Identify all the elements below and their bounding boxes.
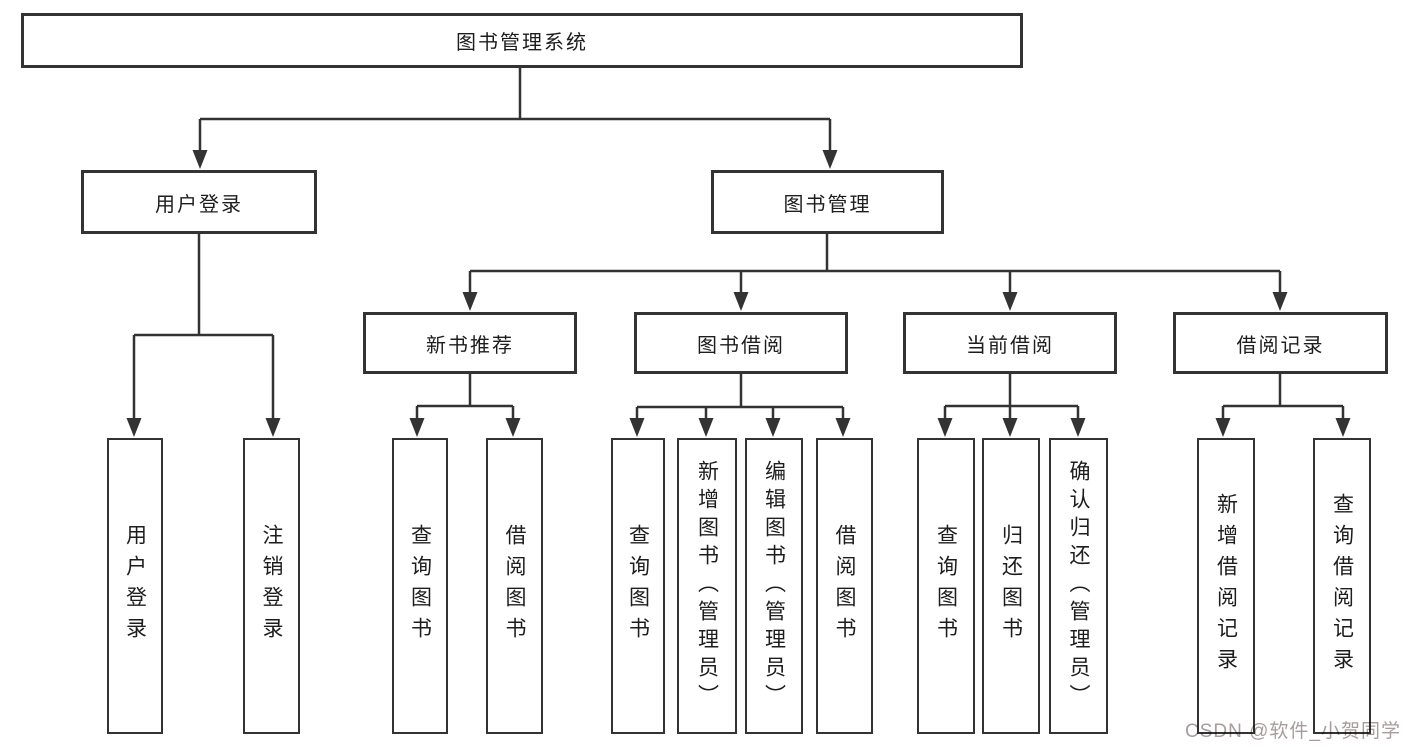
node-label: 借阅图书 bbox=[503, 524, 526, 648]
leaf-query-books-borrowing: 查询图书 bbox=[611, 438, 665, 734]
csdn-watermark: CSDN @软件_小贺同学 bbox=[1185, 721, 1401, 742]
node-root-book-management-system: 图书管理系统 bbox=[21, 13, 1023, 68]
leaf-query-books-recommend: 查询图书 bbox=[392, 438, 448, 734]
connector-recommend-to-leaves bbox=[415, 374, 515, 421]
node-label: 查询图书 bbox=[408, 524, 432, 648]
node-user-login: 用户登录 bbox=[81, 170, 317, 234]
connector-root-to-level2 bbox=[198, 68, 832, 153]
node-book-management: 图书管理 bbox=[711, 170, 944, 234]
leaf-query-books-current: 查询图书 bbox=[917, 438, 975, 734]
node-label: 新增图书（管理员） bbox=[695, 460, 719, 712]
leaf-logout: 注销登录 bbox=[243, 438, 300, 734]
connector-current-to-leaves bbox=[943, 374, 1080, 421]
connector-records-to-leaves bbox=[1221, 374, 1345, 421]
arrow-down-icon bbox=[1070, 418, 1086, 437]
connector-bookmgmt-to-level3 bbox=[468, 234, 1282, 295]
node-label: 借阅记录 bbox=[1236, 334, 1325, 357]
node-label: 新增借阅记录 bbox=[1214, 493, 1238, 679]
arrow-down-icon bbox=[462, 292, 478, 311]
arrow-down-icon bbox=[835, 418, 851, 437]
node-label: 用户登录 bbox=[123, 524, 147, 648]
arrow-down-icon bbox=[1002, 418, 1018, 437]
node-label: 用户登录 bbox=[155, 193, 243, 216]
node-current-borrowing: 当前借阅 bbox=[903, 312, 1117, 374]
node-label: 当前借阅 bbox=[966, 334, 1054, 357]
leaf-return-books: 归还图书 bbox=[982, 438, 1040, 734]
node-label: 图书管理系统 bbox=[456, 32, 588, 54]
node-new-book-recommend: 新书推荐 bbox=[363, 312, 577, 374]
node-label: 图书借阅 bbox=[697, 334, 785, 357]
arrow-down-icon bbox=[409, 418, 425, 437]
node-label: 查询借阅记录 bbox=[1330, 493, 1354, 679]
arrow-down-icon bbox=[765, 418, 781, 437]
node-label: 注销登录 bbox=[260, 524, 283, 648]
node-label: 归还图书 bbox=[999, 524, 1023, 648]
arrow-down-icon bbox=[505, 418, 521, 437]
arrow-down-icon bbox=[629, 418, 645, 437]
arrow-down-icon bbox=[1272, 292, 1288, 311]
leaf-query-borrow-record: 查询借阅记录 bbox=[1313, 438, 1371, 734]
leaf-user-login: 用户登录 bbox=[107, 438, 163, 734]
node-label: 查询图书 bbox=[626, 524, 650, 648]
arrow-down-icon bbox=[126, 418, 142, 437]
arrow-down-icon bbox=[1002, 292, 1018, 311]
leaf-confirm-return-admin: 确认归还（管理员） bbox=[1049, 438, 1108, 734]
arrow-down-icon bbox=[192, 150, 208, 169]
arrow-down-icon bbox=[937, 418, 953, 437]
node-label: 借阅图书 bbox=[833, 524, 856, 648]
leaf-add-books-admin: 新增图书（管理员） bbox=[677, 438, 737, 734]
arrow-down-icon bbox=[698, 418, 714, 437]
arrow-down-icon bbox=[822, 150, 838, 169]
node-label: 确认归还（管理员） bbox=[1067, 460, 1090, 712]
connector-borrowing-to-leaves bbox=[635, 374, 845, 421]
node-label: 图书管理 bbox=[783, 193, 872, 216]
node-label: 编辑图书（管理员） bbox=[762, 460, 786, 712]
leaf-borrow-books-recommend: 借阅图书 bbox=[486, 438, 543, 734]
connector-userlogin-to-leaves bbox=[132, 234, 275, 421]
leaf-borrow-books-borrowing: 借阅图书 bbox=[816, 438, 873, 734]
arrow-down-icon bbox=[733, 292, 749, 311]
arrow-down-icon bbox=[265, 418, 281, 437]
arrow-down-icon bbox=[1215, 418, 1231, 437]
leaf-add-borrow-record: 新增借阅记录 bbox=[1197, 438, 1255, 734]
node-book-borrowing: 图书借阅 bbox=[634, 312, 848, 374]
leaf-edit-books-admin: 编辑图书（管理员） bbox=[745, 438, 803, 734]
node-label: 新书推荐 bbox=[426, 334, 514, 357]
node-label: 查询图书 bbox=[934, 524, 958, 648]
node-borrowing-records: 借阅记录 bbox=[1173, 312, 1388, 374]
arrow-down-icon bbox=[1335, 418, 1351, 437]
